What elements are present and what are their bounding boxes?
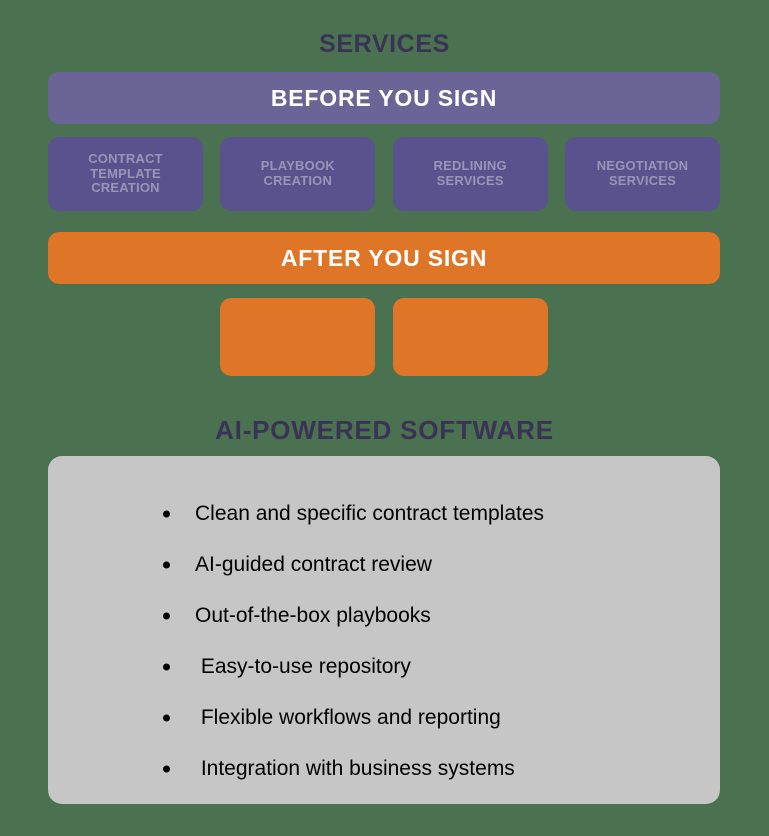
list-item: Flexible workflows and reporting — [163, 692, 720, 743]
list-item: AI-guided contract review — [163, 539, 720, 590]
bullet-icon — [163, 663, 170, 670]
bullet-icon — [163, 561, 170, 568]
after-you-sign-label: AFTER YOU SIGN — [280, 244, 488, 271]
bullet-icon — [163, 714, 170, 721]
list-item: Easy-to-use repository — [163, 641, 720, 692]
bullet-icon — [163, 765, 170, 772]
service-box-label: REDLINING SERVICES — [433, 158, 507, 188]
before-you-sign-label: BEFORE YOU SIGN — [270, 84, 498, 111]
feature-text: Flexible workflows and reporting — [195, 706, 501, 729]
service-box-contract-template-creation[interactable]: CONTRACT TEMPLATE CREATION — [48, 137, 203, 211]
service-box-label: PLAYBOOK CREATION — [260, 158, 335, 188]
service-box-redlining-services[interactable]: REDLINING SERVICES — [392, 137, 548, 211]
service-box-negotiation-services[interactable]: NEGOTIATION SERVICES — [564, 137, 720, 211]
feature-text: Easy-to-use repository — [195, 655, 411, 678]
service-box-label: NEGOTIATION SERVICES — [596, 158, 689, 188]
services-heading: SERVICES — [319, 30, 450, 58]
before-services-row: CONTRACT TEMPLATE CREATION PLAYBOOK CREA… — [48, 137, 720, 211]
before-you-sign-banner[interactable]: BEFORE YOU SIGN — [48, 72, 720, 124]
feature-text: Integration with business systems — [195, 757, 515, 780]
after-service-box-2[interactable] — [393, 298, 548, 376]
software-feature-list: Clean and specific contract templates AI… — [48, 488, 720, 794]
list-item: Integration with business systems — [163, 743, 720, 794]
feature-text: Out-of-the-box playbooks — [195, 604, 431, 627]
after-service-box-1[interactable] — [220, 298, 375, 376]
after-you-sign-banner[interactable]: AFTER YOU SIGN — [48, 232, 720, 284]
after-services-row — [220, 298, 548, 376]
service-box-label: CONTRACT TEMPLATE CREATION — [88, 151, 163, 196]
feature-text: Clean and specific contract templates — [195, 502, 545, 525]
list-item: Clean and specific contract templates — [163, 488, 720, 539]
software-feature-panel: Clean and specific contract templates AI… — [48, 456, 720, 804]
bullet-icon — [163, 510, 170, 517]
ai-powered-software-heading: AI-POWERED SOFTWARE — [215, 415, 554, 445]
feature-text: AI-guided contract review — [195, 553, 432, 576]
list-item: Out-of-the-box playbooks — [163, 590, 720, 641]
bullet-icon — [163, 612, 170, 619]
service-box-playbook-creation[interactable]: PLAYBOOK CREATION — [220, 137, 376, 211]
